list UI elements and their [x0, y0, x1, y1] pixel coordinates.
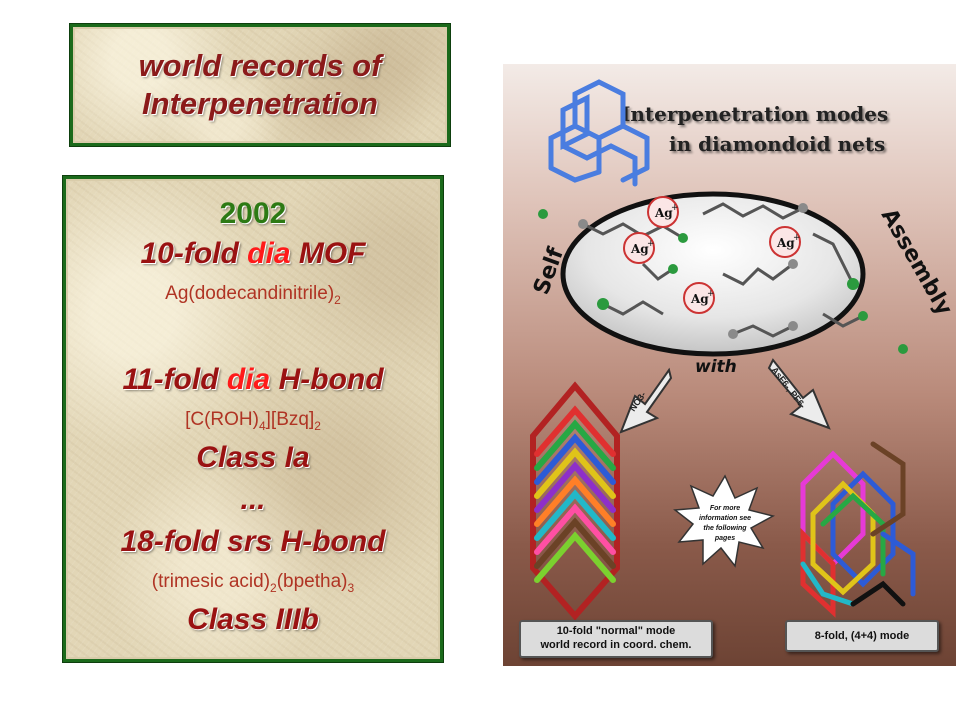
- ag-ion-4: Ag +: [683, 282, 715, 314]
- arrow-right: AsF6-, PF6-: [767, 358, 831, 430]
- ag-ion-2: Ag +: [623, 232, 655, 264]
- arrow-left: NO3-: [619, 367, 673, 434]
- molecule-atoms: [538, 203, 908, 354]
- svg-text:+: +: [671, 203, 679, 213]
- title-box: world records of Interpenetration: [70, 24, 450, 146]
- svg-text:+: +: [707, 289, 715, 299]
- svg-text:Ag: Ag: [630, 242, 649, 256]
- svg-text:AsF6-, PF6-: AsF6-, PF6-: [769, 365, 807, 410]
- poster-title-line-2: in diamondoid nets: [669, 132, 886, 156]
- svg-text:+: +: [647, 239, 655, 249]
- info-starburst: For more information see the following p…: [673, 474, 776, 568]
- record-1-formula: Ag(dodecandinitrile)2: [165, 283, 341, 307]
- self-assembly-ellipse: [560, 191, 866, 357]
- record-2-class: Class Ia: [196, 441, 310, 474]
- poster-graphics: Ag + Ag + Ag + Ag + Self Assembly with N…: [529, 79, 956, 621]
- poster-illustration: Interpenetration modes in diamondoid net…: [503, 64, 956, 666]
- ag-ion-3: Ag +: [769, 226, 801, 258]
- with-label: with: [695, 357, 737, 377]
- ten-fold-caption: 10-fold "normal" mode world record in co…: [519, 620, 713, 658]
- svg-text:For more: For more: [710, 505, 740, 512]
- record-1-title: 10-fold dia MOF: [140, 237, 366, 270]
- diamond-net-icon: [548, 79, 650, 187]
- svg-text:information see: information see: [699, 515, 751, 522]
- record-year: 2002: [219, 197, 287, 230]
- dia-highlight: dia: [226, 363, 271, 396]
- records-box: 2002 10-fold dia MOF Ag(dodecandinitrile…: [63, 176, 443, 662]
- eight-fold-caption: 8-fold, (4+4) mode: [785, 620, 939, 652]
- record-3-title: 18-fold srs H-bond: [120, 525, 386, 558]
- svg-text:the following: the following: [703, 525, 747, 532]
- svg-text:Ag: Ag: [776, 236, 795, 250]
- title-line-2: Interpenetration: [142, 86, 378, 121]
- record-2-formula: [C(ROH)4][Bzq]2: [185, 409, 321, 433]
- svg-text:Ag: Ag: [654, 206, 673, 220]
- ag-ion-1: Ag +: [647, 196, 679, 228]
- molecule-chains: [582, 202, 864, 338]
- record-3-formula: (trimesic acid)2(bpetha)3: [151, 571, 355, 595]
- eight-fold-net: [800, 441, 916, 618]
- dia-highlight: dia: [247, 237, 291, 270]
- ellipsis: ...: [240, 483, 266, 516]
- assembly-label: Assembly: [876, 205, 956, 320]
- record-2-title: 11-fold dia H-bond: [122, 363, 384, 396]
- svg-text:Ag: Ag: [690, 292, 709, 306]
- record-3-class: Class IIIb: [187, 603, 319, 636]
- svg-text:pages: pages: [714, 535, 735, 542]
- svg-text:+: +: [793, 233, 801, 243]
- title-line-1: world records of: [138, 48, 382, 83]
- poster-title-line-1: Interpenetration modes: [621, 102, 889, 126]
- ten-fold-net: [530, 381, 620, 621]
